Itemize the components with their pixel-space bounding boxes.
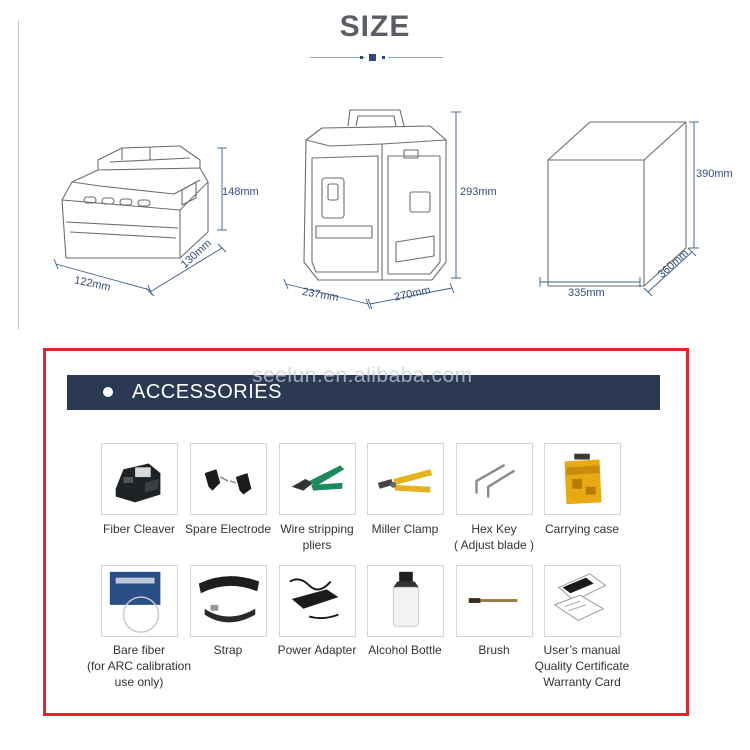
caption-line: User’s manual	[543, 643, 621, 657]
hex-key-caption: Hex Key ( Adjust blade )	[439, 521, 549, 553]
bare-fiber-tile	[101, 565, 178, 637]
fiber-cleaver-icon	[115, 463, 161, 503]
fiber-cleaver-caption: Fiber Cleaver	[84, 521, 194, 537]
power-adapter-tile	[279, 565, 356, 637]
miller-clamp-icon	[377, 469, 433, 493]
accessories-frame	[43, 348, 689, 716]
caption-line: Alcohol Bottle	[368, 643, 442, 657]
wire-stripping-pliers-caption: Wire stripping pliers	[262, 521, 372, 553]
caption-line: use only)	[114, 675, 164, 689]
case-height-label: 293mm	[460, 186, 497, 198]
caption-line: Brush	[478, 643, 510, 657]
caption-line: Spare Electrode	[184, 522, 272, 536]
alcohol-bottle-icon	[392, 571, 420, 627]
carrying-case-icon	[564, 453, 602, 505]
accessories-bullet-icon	[103, 387, 113, 397]
fusion-splicer-drawing	[61, 145, 209, 259]
title-divider-right	[388, 57, 443, 58]
caption-line: Warranty Card	[543, 675, 621, 689]
caption-line: Carrying case	[544, 522, 620, 536]
carrying-case-caption: Carrying case	[527, 521, 637, 537]
accessories-title: ACCESSORIES	[132, 381, 282, 403]
divider-dot-left	[360, 56, 363, 59]
fiber-cleaver-tile	[101, 443, 178, 515]
strap-caption: Strap	[173, 642, 283, 658]
brush-icon	[468, 598, 518, 603]
caption-line: ( Adjust blade )	[453, 538, 535, 552]
documents-tile	[544, 565, 621, 637]
size-title: SIZE	[339, 10, 411, 43]
wire-stripping-pliers-tile	[279, 443, 356, 515]
strap-icon	[198, 576, 260, 623]
caption-line: Power Adapter	[277, 643, 357, 657]
caption-line: Wire stripping	[280, 522, 354, 536]
divider-dot-right	[382, 56, 385, 59]
bare-fiber-caption: Bare fiber (for ARC calibration use only…	[84, 642, 194, 690]
caption-line: Hex Key	[471, 522, 517, 536]
accessories-header-bar	[67, 375, 660, 410]
carrying-case-tile	[544, 443, 621, 515]
spare-electrode-tile	[190, 443, 267, 515]
power-adapter-icon	[289, 578, 339, 620]
caption-line: pliers	[302, 538, 332, 552]
strap-tile	[190, 565, 267, 637]
alcohol-bottle-caption: Alcohol Bottle	[350, 642, 460, 658]
documents-icon	[553, 573, 607, 621]
documents-caption: User’s manual Quality Certificate Warran…	[527, 642, 637, 690]
power-adapter-caption: Power Adapter	[262, 642, 372, 658]
divider-dot-center	[369, 54, 376, 61]
miller-clamp-tile	[367, 443, 444, 515]
left-edge-line	[18, 20, 19, 330]
size-drawings	[53, 109, 699, 310]
caption-line: (for ARC calibration	[86, 659, 192, 673]
bare-fiber-icon	[109, 571, 161, 633]
caption-line: Strap	[213, 643, 243, 657]
brush-caption: Brush	[439, 642, 549, 658]
caption-line: Fiber Cleaver	[102, 522, 176, 536]
box-drawing	[547, 121, 687, 287]
caption-line: Bare fiber	[112, 643, 166, 657]
caption-line: Miller Clamp	[371, 522, 439, 536]
brush-tile	[456, 565, 533, 637]
box-height-label: 390mm	[696, 168, 733, 180]
carrying-case-drawing	[303, 109, 447, 281]
spare-electrode-icon	[204, 469, 252, 495]
wire-stripping-pliers-icon	[291, 465, 345, 491]
miller-clamp-caption: Miller Clamp	[350, 521, 460, 537]
caption-line: Quality Certificate	[534, 659, 630, 673]
title-divider-left	[310, 57, 365, 58]
spare-electrode-caption: Spare Electrode	[173, 521, 283, 537]
alcohol-bottle-tile	[367, 565, 444, 637]
box-width-label: 335mm	[568, 287, 605, 299]
watermark: seelun.en.alibaba.com	[252, 364, 473, 387]
hex-key-icon	[475, 464, 515, 498]
machine-height-label: 148mm	[222, 186, 259, 198]
hex-key-tile	[456, 443, 533, 515]
